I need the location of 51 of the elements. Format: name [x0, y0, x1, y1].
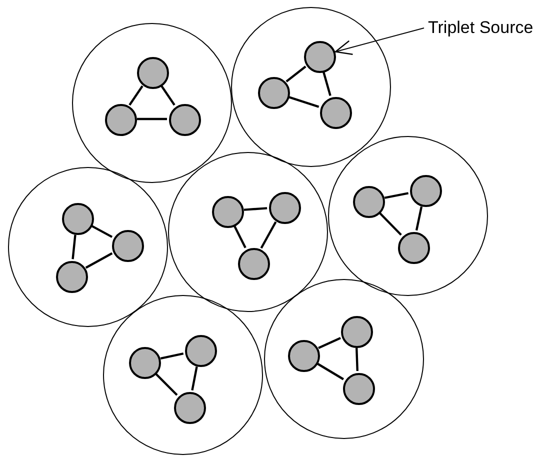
link-line: [160, 85, 176, 106]
source-dot: [304, 41, 336, 73]
source-dot: [112, 230, 144, 262]
link-line: [234, 226, 246, 248]
source-dot: [185, 335, 217, 367]
source-dot: [174, 392, 206, 424]
link-line: [85, 252, 113, 269]
link-line: [286, 66, 306, 82]
ring-circle: [264, 279, 424, 439]
link-line: [191, 366, 198, 391]
source-dot: [169, 104, 201, 136]
link-line: [384, 192, 409, 199]
source-dot: [343, 373, 375, 405]
ring-circle: [103, 295, 263, 455]
source-dot: [341, 316, 373, 348]
source-dot: [398, 232, 430, 264]
link-line: [288, 96, 320, 108]
source-dot: [258, 77, 290, 109]
source-dot: [105, 104, 137, 136]
ring-circle: [328, 136, 488, 296]
link-line: [322, 72, 332, 96]
link-line: [318, 337, 341, 349]
link-line: [317, 362, 344, 380]
link-line: [72, 234, 76, 260]
link-line: [415, 206, 423, 231]
source-dot: [56, 261, 88, 293]
source-dot: [62, 203, 94, 235]
source-dot: [269, 192, 301, 224]
link-line: [160, 352, 184, 360]
source-dot: [129, 347, 161, 379]
source-dot: [353, 186, 385, 218]
link-line: [91, 225, 113, 238]
link-line: [379, 212, 402, 236]
link-line: [128, 85, 144, 106]
ring-circle: [72, 23, 232, 183]
ring-circle: [8, 167, 168, 327]
source-dot: [137, 57, 169, 89]
link-line: [155, 373, 178, 396]
source-dot: [320, 97, 352, 129]
link-line: [356, 348, 358, 372]
ring-circle: [168, 152, 328, 312]
link-line: [260, 221, 277, 249]
source-dot: [410, 175, 442, 207]
leader-line: [334, 28, 424, 55]
source-dot: [238, 248, 270, 280]
source-dot: [288, 340, 320, 372]
ring-circle: [231, 7, 391, 167]
label-text: Triplet Source: [428, 18, 534, 38]
source-dot: [212, 196, 244, 228]
link-line: [137, 118, 167, 120]
link-line: [244, 207, 268, 211]
